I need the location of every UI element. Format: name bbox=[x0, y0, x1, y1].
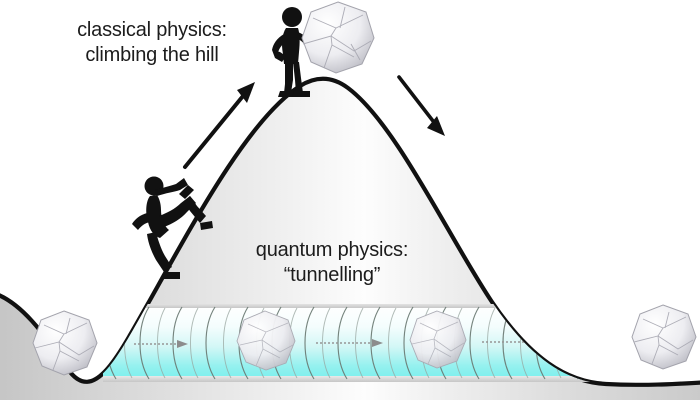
tunnel-group bbox=[103, 304, 600, 382]
standing-foot-front bbox=[292, 91, 310, 97]
climber-front-foot bbox=[200, 221, 213, 230]
tunnel-top-rail bbox=[103, 304, 600, 308]
standing-foot-back bbox=[278, 91, 296, 97]
climber-back-foot bbox=[162, 272, 180, 279]
classical-annotation-line-2: climbing the hill bbox=[85, 44, 219, 66]
climber-back-arm bbox=[132, 213, 150, 230]
climber-front-shin bbox=[184, 196, 206, 223]
quantum-annotation-line-2: “tunnelling” bbox=[283, 264, 381, 286]
arrow-down-right bbox=[397, 75, 445, 136]
standing-torso bbox=[282, 28, 300, 64]
climber-torso bbox=[146, 195, 169, 238]
climber-back-leg bbox=[147, 232, 172, 272]
dotted-arrow-1 bbox=[134, 340, 188, 348]
paper-ball-right-outside bbox=[631, 304, 697, 370]
quantum-annotation-line-1: quantum physics: bbox=[255, 239, 409, 261]
classical-annotation-line-1: classical physics: bbox=[77, 19, 227, 41]
climber-forearm bbox=[179, 185, 194, 199]
quantum-physics-annotation: quantum physics: “tunnelling” bbox=[216, 238, 448, 288]
tunnel-bottom-rail bbox=[103, 376, 600, 382]
standing-leg-front bbox=[293, 62, 303, 93]
paper-ball-left-outside bbox=[32, 310, 98, 376]
arrow-up-left bbox=[183, 82, 255, 169]
standing-arm-hip-upper bbox=[272, 34, 288, 53]
barrier-curve bbox=[0, 76, 700, 387]
standing-leg-back bbox=[284, 62, 293, 93]
paper-ball-tunnel-2 bbox=[409, 310, 467, 369]
classical-physics-annotation: classical physics: climbing the hill bbox=[38, 18, 266, 68]
standing-arm-hip-forearm bbox=[272, 50, 286, 62]
standing-head bbox=[282, 7, 302, 27]
climber-figure bbox=[132, 176, 213, 279]
dotted-arrow-2 bbox=[316, 339, 383, 347]
paper-ball-tunnel-1 bbox=[236, 310, 296, 371]
climber-arm-upper bbox=[155, 178, 188, 196]
paper-ball-top bbox=[301, 1, 375, 74]
